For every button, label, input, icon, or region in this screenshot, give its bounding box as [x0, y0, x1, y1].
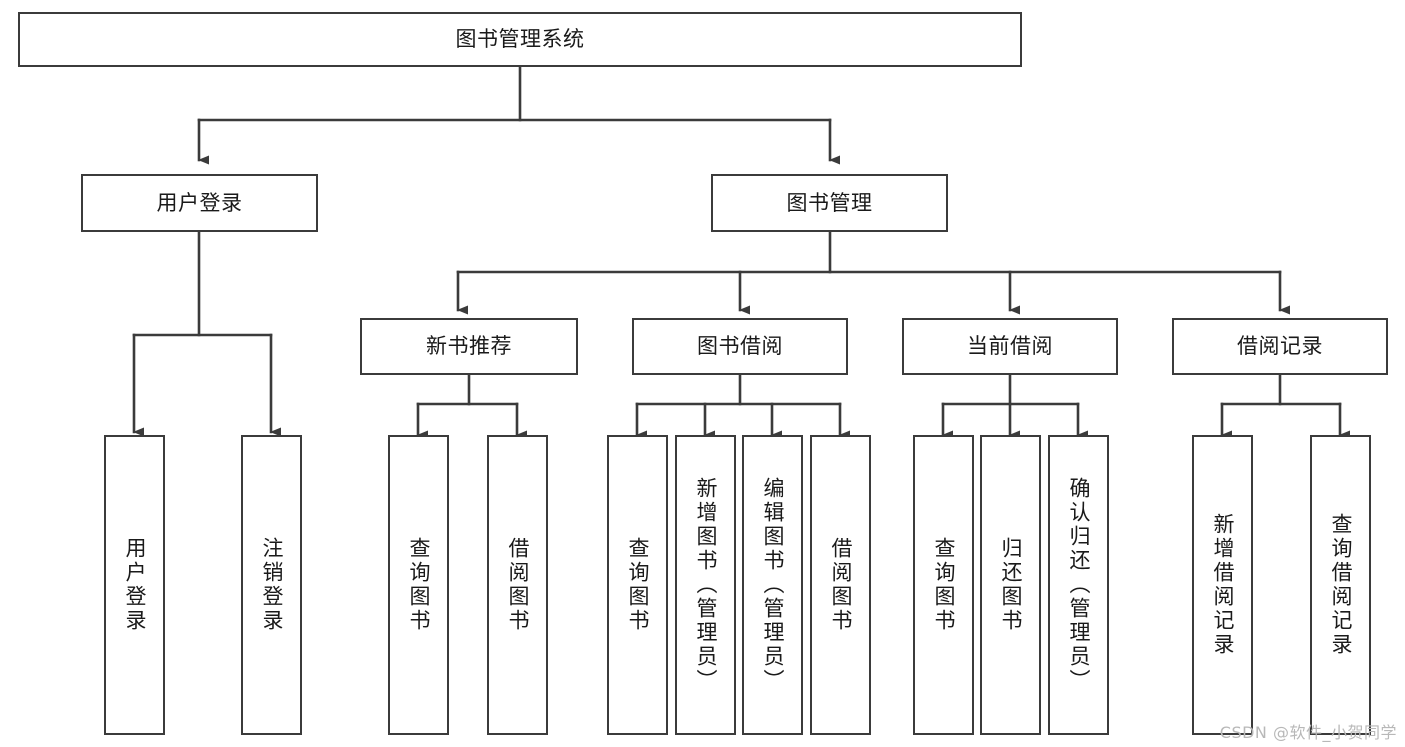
csdn-watermark: CSDN @软件_小贺同学 [1219, 723, 1397, 742]
node-label: 查询图书 [932, 537, 956, 633]
node-label: 注销登录 [260, 537, 284, 633]
leaf-borrow-record-query[interactable]: 查询借阅记录 [1310, 435, 1371, 735]
node-label: 归还图书 [999, 537, 1023, 633]
node-label: 查询图书 [626, 537, 650, 633]
leaf-book-borrow-add[interactable]: 新增图书（管理员） [675, 435, 736, 735]
leaf-book-borrow-edit[interactable]: 编辑图书（管理员） [742, 435, 803, 735]
leaf-user-login-logout[interactable]: 注销登录 [241, 435, 302, 735]
leaf-borrow-record-add[interactable]: 新增借阅记录 [1192, 435, 1253, 735]
node-borrow-record[interactable]: 借阅记录 [1172, 318, 1388, 375]
leaf-current-borrow-confirm-return[interactable]: 确认归还（管理员） [1048, 435, 1109, 735]
leaf-current-borrow-return[interactable]: 归还图书 [980, 435, 1041, 735]
leaf-book-borrow-borrow[interactable]: 借阅图书 [810, 435, 871, 735]
node-label: 图书管理系统 [455, 27, 585, 52]
node-label: 新书推荐 [426, 334, 512, 359]
leaf-current-borrow-query[interactable]: 查询图书 [913, 435, 974, 735]
node-label: 借阅图书 [506, 537, 530, 633]
node-root-book-management-system[interactable]: 图书管理系统 [18, 12, 1022, 67]
node-label: 借阅记录 [1237, 334, 1323, 359]
node-label: 新增借阅记录 [1211, 513, 1235, 657]
node-user-login[interactable]: 用户登录 [81, 174, 318, 232]
node-label: 用户登录 [156, 190, 243, 215]
node-current-borrow[interactable]: 当前借阅 [902, 318, 1118, 375]
node-label: 借阅图书 [829, 537, 853, 633]
node-new-book-recommend[interactable]: 新书推荐 [360, 318, 578, 375]
node-book-management[interactable]: 图书管理 [711, 174, 948, 232]
leaf-new-book-query[interactable]: 查询图书 [388, 435, 449, 735]
node-label: 用户登录 [123, 537, 147, 633]
leaf-user-login-login[interactable]: 用户登录 [104, 435, 165, 735]
node-label: 确认归还（管理员） [1067, 477, 1091, 693]
node-book-borrow[interactable]: 图书借阅 [632, 318, 848, 375]
leaf-book-borrow-query[interactable]: 查询图书 [607, 435, 668, 735]
node-label: 查询图书 [407, 537, 431, 633]
node-label: 图书管理 [786, 190, 873, 215]
node-label: 查询借阅记录 [1329, 513, 1353, 657]
node-label: 图书借阅 [697, 334, 783, 359]
node-label: 新增图书（管理员） [694, 477, 718, 693]
leaf-new-book-borrow[interactable]: 借阅图书 [487, 435, 548, 735]
node-label: 当前借阅 [967, 334, 1053, 359]
node-label: 编辑图书（管理员） [761, 477, 785, 693]
